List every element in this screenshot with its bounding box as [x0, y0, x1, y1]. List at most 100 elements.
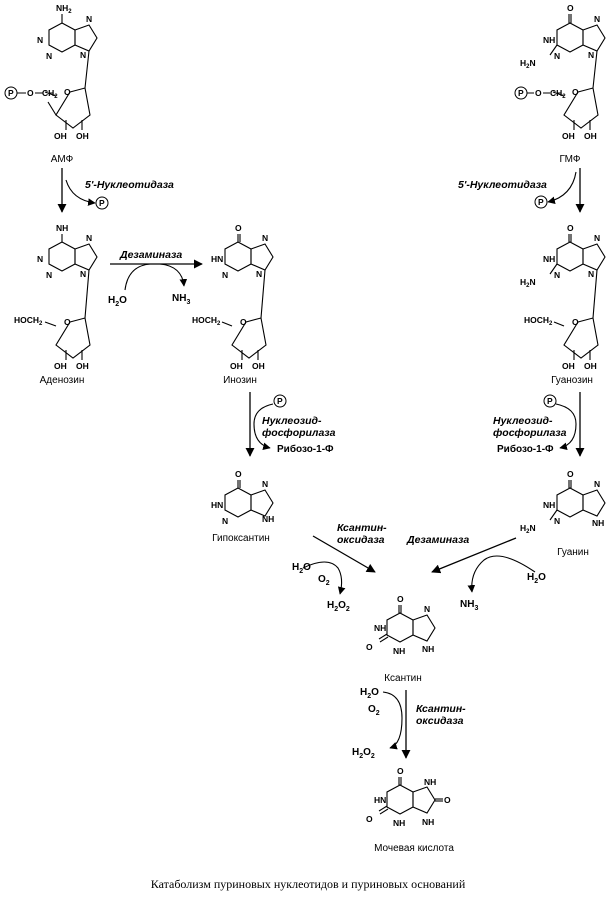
- svg-text:NH: NH: [543, 500, 555, 510]
- enzyme-xanthine-oxidase-left-1: Ксантин-: [337, 522, 387, 534]
- label-hypoxanthine: Гипоксантин: [212, 533, 270, 544]
- svg-text:N: N: [46, 270, 52, 280]
- amp-nh2: NH2: [56, 3, 72, 15]
- amp-released-phosphate-icon: [95, 196, 109, 210]
- svg-text:N: N: [424, 604, 430, 614]
- uric-acid-structure: [378, 777, 443, 815]
- svg-text:NH: NH: [543, 254, 555, 264]
- svg-text:O: O: [567, 469, 574, 479]
- label-xanthine: Ксантин: [384, 673, 422, 684]
- amp-o: O: [27, 88, 34, 98]
- svg-text:OH: OH: [76, 361, 89, 371]
- svg-text:N: N: [80, 269, 86, 279]
- enzyme-phosphorylase-left-1: Нуклеозид-: [262, 415, 322, 427]
- svg-text:N: N: [86, 233, 92, 243]
- gmp-released-phosphate-icon: [534, 195, 548, 209]
- svg-text:OH: OH: [562, 131, 575, 141]
- inosine-atoms: O HN N N N O HOCH2 OH OH: [192, 223, 268, 371]
- amp-ch2: CH2: [42, 88, 58, 100]
- svg-text:CH2: CH2: [550, 88, 566, 100]
- arrow-inosine-ribose: [253, 403, 274, 451]
- arrow-guanosine-ribose: [555, 403, 577, 451]
- inosine-phosphate-icon: [273, 394, 287, 408]
- arrow-hypoxanthine-xanthine: [312, 535, 376, 573]
- arrow-hypoxanthine-peroxide: [302, 561, 346, 595]
- guanosine-phosphate-label: P: [547, 396, 553, 406]
- svg-text:O: O: [235, 469, 242, 479]
- label-adenosine: Аденозин: [40, 375, 85, 386]
- svg-text:N: N: [588, 269, 594, 279]
- hypoxanthine-atoms: O HN N N NH: [211, 469, 274, 526]
- svg-text:HN: HN: [374, 795, 386, 805]
- amp-ring-o: O: [64, 87, 71, 97]
- arrow-guanine-nh3-out: [467, 555, 536, 593]
- amp-n9: N: [80, 50, 86, 60]
- arrow-guanine-xanthine: [431, 537, 517, 574]
- amp-structure: [44, 14, 98, 130]
- svg-text:O: O: [64, 317, 71, 327]
- amp-atoms: NH2 N N N N O OH OH P O CH2: [4, 3, 92, 141]
- svg-text:O: O: [240, 317, 247, 327]
- inosine-ribose1p: Рибозо-1-Ф: [277, 443, 334, 455]
- svg-text:H2N: H2N: [520, 58, 536, 70]
- svg-text:HOCH2: HOCH2: [192, 315, 221, 327]
- svg-text:O: O: [572, 317, 579, 327]
- gmp-atoms: O NH N H2N N N O OH OH P O CH2: [514, 3, 600, 141]
- svg-text:N: N: [554, 51, 560, 61]
- enzyme-phosphorylase-left-2: фосфорилаза: [262, 427, 336, 439]
- xanthine-oxygen: O2: [368, 704, 380, 717]
- hypoxanthine-peroxide: H2O2: [327, 600, 350, 613]
- inosine-phosphate-label: P: [277, 396, 283, 406]
- label-gmp: ГМФ: [559, 154, 580, 165]
- svg-text:N: N: [588, 50, 594, 60]
- guanosine-phosphate-icon: [543, 394, 557, 408]
- adenosine-structure: [44, 234, 98, 360]
- svg-text:O: O: [572, 87, 579, 97]
- label-guanine: Гуанин: [557, 547, 589, 558]
- amp-n7: N: [86, 14, 92, 24]
- hypoxanthine-structure: [224, 480, 274, 518]
- xanthine-structure: [378, 605, 436, 643]
- svg-text:N: N: [594, 14, 600, 24]
- amp-n3: N: [46, 51, 52, 61]
- guanosine-atoms: O NH N H2N N N O HOCH2 OH OH: [520, 223, 600, 371]
- svg-text:OH: OH: [584, 361, 597, 371]
- svg-text:N: N: [594, 233, 600, 243]
- xanthine-peroxide: H2O2: [352, 747, 375, 760]
- svg-text:NH: NH: [422, 817, 434, 827]
- guanine-water: H2O: [527, 572, 546, 585]
- label-uric-acid: Мочевая кислота: [374, 843, 454, 854]
- svg-text:P: P: [518, 88, 524, 98]
- amp-oh-2: OH: [76, 131, 89, 141]
- svg-text:NH: NH: [592, 518, 604, 528]
- svg-text:O: O: [567, 3, 574, 13]
- svg-text:N: N: [554, 270, 560, 280]
- svg-text:H2N: H2N: [520, 523, 536, 535]
- hypoxanthine-oxygen: O2: [318, 574, 330, 587]
- svg-text:O: O: [366, 642, 373, 652]
- enzyme-xanthine-oxidase-left-2: оксидаза: [337, 534, 385, 546]
- enzyme-deaminase-right: Дезаминаза: [406, 534, 469, 546]
- guanine-structure: [549, 480, 606, 521]
- svg-text:N: N: [256, 269, 262, 279]
- arrow-xanthine-peroxide: [382, 691, 403, 750]
- svg-text:O: O: [235, 223, 242, 233]
- label-guanosine: Гуанозин: [551, 375, 593, 386]
- uric-acid-atoms: O HN O NH NH O NH: [366, 766, 451, 828]
- svg-text:NH: NH: [262, 514, 274, 524]
- svg-text:HOCH2: HOCH2: [524, 315, 553, 327]
- svg-text:HN: HN: [211, 500, 223, 510]
- enzyme-xanthine-oxidase-bottom-1: Ксантин-: [416, 703, 466, 715]
- svg-text:OH: OH: [252, 361, 265, 371]
- arrow-adenosine-water-in: [124, 263, 151, 291]
- label-inosine: Инозин: [223, 375, 257, 386]
- svg-text:NH: NH: [422, 644, 434, 654]
- enzyme-nucleotidase-right: 5'-Нуклеотидаза: [458, 179, 547, 191]
- svg-text:N: N: [37, 254, 43, 264]
- svg-text:NH: NH: [424, 777, 436, 787]
- svg-text:O: O: [397, 766, 404, 776]
- amp-released-phosphate-label: P: [99, 198, 105, 208]
- arrow-amp-release-p: [65, 179, 96, 206]
- svg-text:O: O: [366, 814, 373, 824]
